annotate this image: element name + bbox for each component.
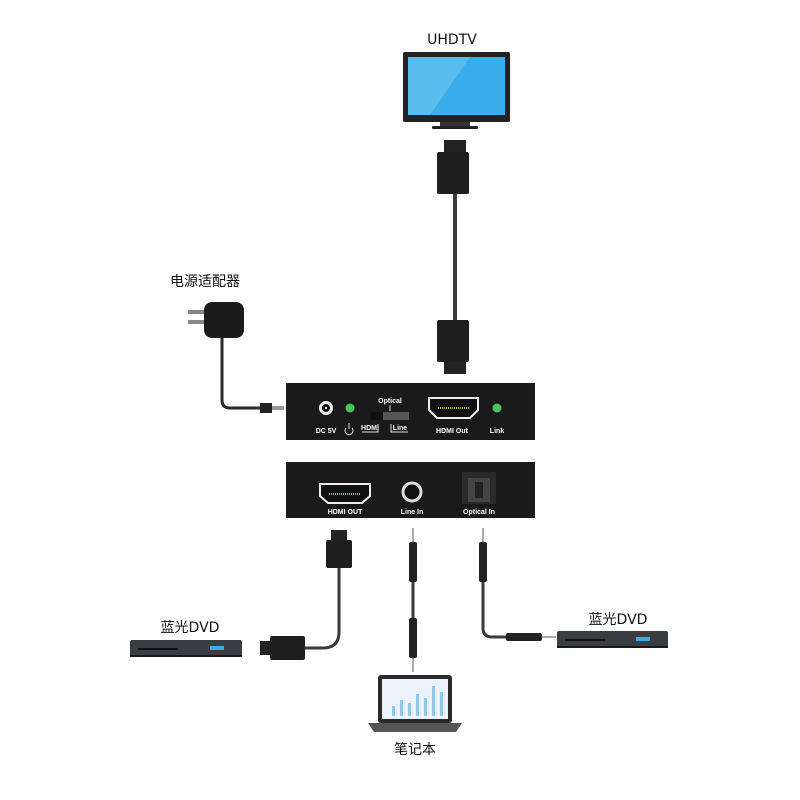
uhdtv-icon (403, 52, 510, 129)
audio-source-switch[interactable] (371, 412, 409, 420)
power-icon (344, 423, 354, 436)
laptop-icon (368, 675, 462, 732)
hdmi-out-back-label: HDMI OUT (328, 509, 363, 516)
link-label: Link (490, 428, 504, 435)
optical-in-port (462, 472, 496, 504)
hdmi-cable-top (437, 140, 469, 374)
line-in-label: Line In (401, 509, 424, 516)
hdmi-cable-bottom (260, 530, 352, 660)
device-back-panel: HDMI OUT Line In Optical In (286, 462, 535, 518)
laptop-label: 笔记本 (394, 742, 436, 758)
hdmi-out-port-back (319, 483, 371, 504)
optical-in-label: Optical In (463, 509, 495, 516)
tv-label: UHDTV (427, 32, 477, 48)
dvd-left-label: 蓝光DVD (161, 620, 220, 636)
hdmi-out-label: HDMI Out (436, 428, 469, 435)
bluray-player-left-icon (130, 640, 242, 657)
power-led (345, 403, 355, 413)
line-in-jack (401, 481, 423, 503)
power-adapter-icon (188, 302, 284, 413)
line-switch-label: Line (393, 425, 407, 432)
optical-cable (479, 528, 556, 641)
dvd-right-label: 蓝光DVD (589, 612, 648, 628)
optical-label: Optical (378, 398, 402, 405)
audio-cable (409, 528, 417, 672)
device-front-panel: DC 5V Optical HDMI Line HDMI Out Link (286, 383, 535, 440)
hdmi-switch-label: HDMI (361, 425, 379, 432)
power-adapter-label: 电源适配器 (170, 274, 240, 290)
dc-label: DC 5V (316, 428, 337, 435)
bluray-player-right-icon (557, 631, 668, 648)
link-led (492, 403, 502, 413)
hdmi-out-port (428, 397, 479, 419)
